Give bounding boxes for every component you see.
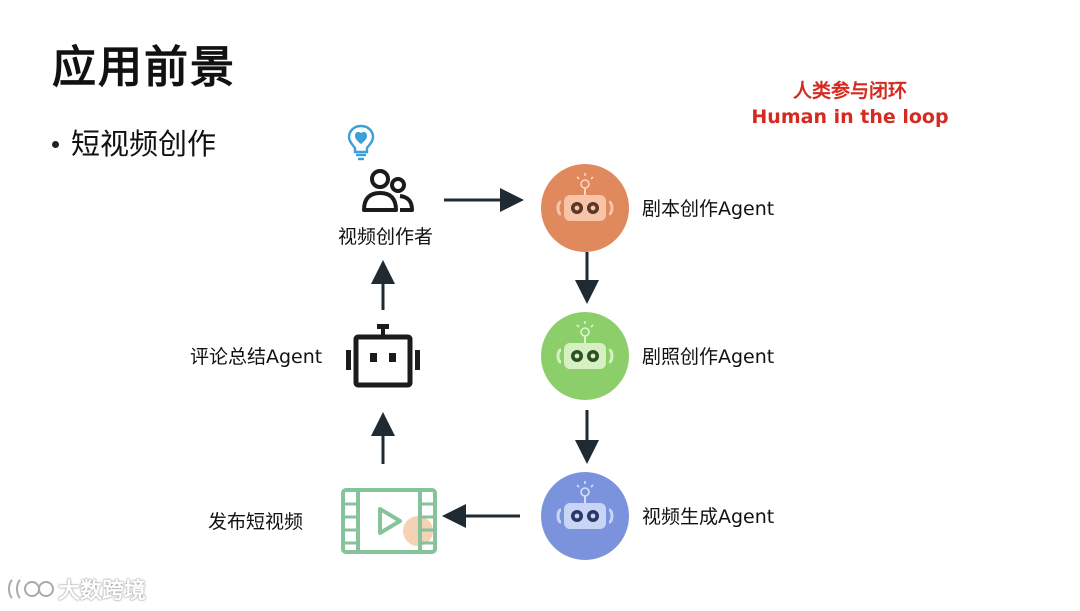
page-title: 应用前景 (52, 42, 236, 93)
robot-icon (541, 312, 629, 400)
publish-label: 发布短视频 (208, 511, 304, 533)
person-group-icon (362, 169, 414, 212)
video-agent-label: 视频生成Agent (642, 506, 775, 528)
review-agent-label: 评论总结Agent (190, 346, 323, 368)
robot-icon (541, 164, 629, 252)
watermark-text: 大数跨境 (58, 579, 147, 604)
photo-agent-label: 剧照创作Agent (642, 346, 775, 368)
bullet-dot (52, 140, 59, 148)
film-play-icon (341, 488, 437, 554)
robot-icon (541, 472, 629, 560)
watermark: 大数跨境 (6, 573, 146, 605)
script-agent-label: 剧本创作Agent (642, 198, 775, 220)
robot-outline-icon (346, 324, 420, 388)
bullet-text: 短视频创作 (71, 127, 217, 161)
hitl-chinese: 人类参与闭环 (792, 80, 907, 102)
lightbulb-icon (347, 124, 375, 161)
human-in-the-loop-label: 人类参与闭环 Human in the loop (750, 78, 950, 130)
watermark-logo-icon (8, 579, 54, 599)
creator-label: 视频创作者 (338, 226, 434, 248)
bullet-item: 短视频创作 (52, 124, 216, 164)
hitl-english: Human in the loop (751, 106, 949, 128)
